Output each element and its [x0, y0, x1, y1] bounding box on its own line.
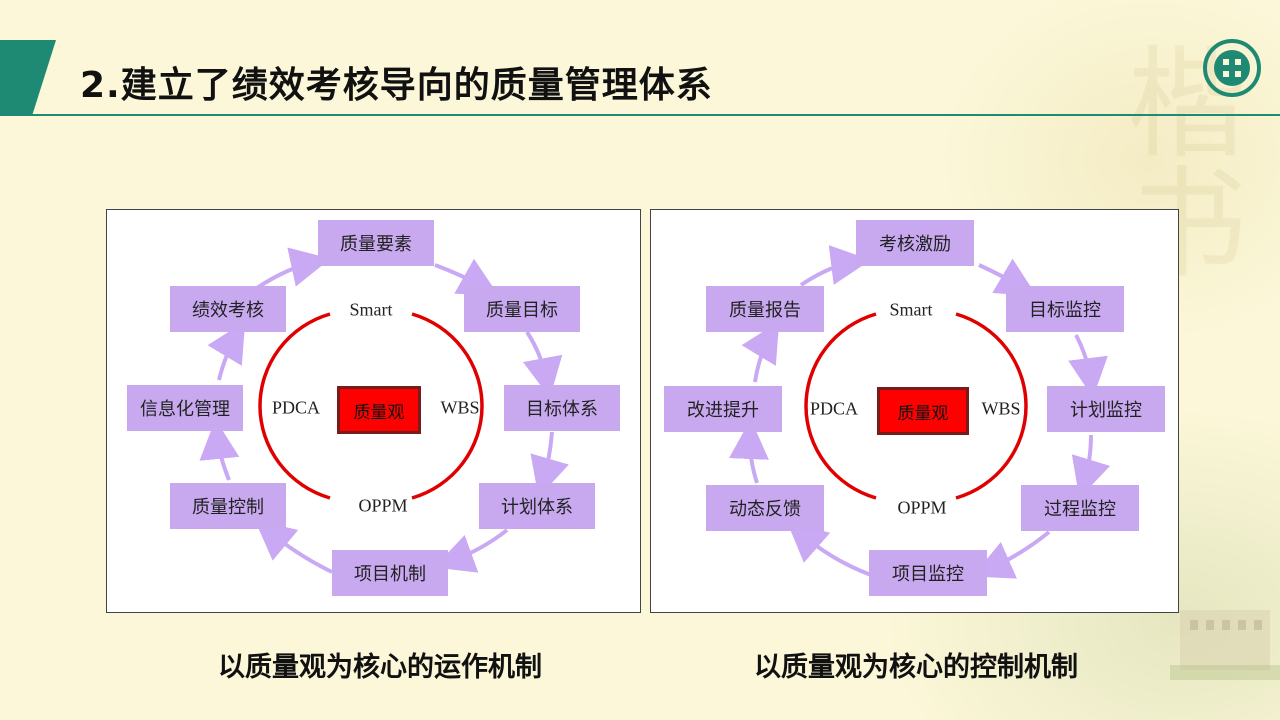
- cycle-arrow: [741, 321, 780, 383]
- cycle-arrow: [728, 419, 769, 484]
- cycle-arrow: [199, 419, 240, 481]
- cycle-arrow: [530, 431, 569, 498]
- page-title: 2.建立了绩效考核导向的质量管理体系: [80, 65, 713, 106]
- cycle-arrow: [1071, 434, 1111, 499]
- cycle-arrow: [434, 258, 499, 296]
- campus-building-image: [1170, 610, 1280, 680]
- node-box: 信息化管理: [127, 385, 243, 431]
- ring-arc-left: [258, 312, 331, 500]
- node-box: 目标体系: [504, 385, 620, 431]
- ring-arc-left: [804, 312, 877, 500]
- ring-label-top: Smart: [349, 299, 393, 320]
- cycle-arrow: [1068, 334, 1108, 398]
- node-box: 质量目标: [464, 286, 580, 332]
- cycle-arrow: [786, 521, 872, 577]
- node-box: 改进提升: [664, 386, 782, 432]
- node-box: 质量报告: [706, 286, 824, 332]
- left-diagram-panel: 质量要素 质量目标 目标体系 计划体系 项目机制 质量控制 信息化管理 绩效考核…: [106, 209, 641, 613]
- title-bar: 2.建立了绩效考核导向的质量管理体系: [0, 40, 1280, 116]
- node-box: 考核激励: [856, 220, 974, 266]
- ring-label-top: Smart: [889, 299, 933, 320]
- title-accent-slant: [32, 40, 56, 116]
- node-box: 项目监控: [869, 550, 987, 596]
- left-caption: 以质量观为核心的运作机制: [218, 652, 542, 683]
- ring-arc-right: [955, 312, 1028, 500]
- cycle-arrow: [255, 247, 331, 290]
- cycle-arrow: [254, 519, 333, 574]
- node-box: 绩效考核: [170, 286, 286, 332]
- ring-label-right: WBS: [981, 398, 1021, 419]
- right-diagram-graphics: [728, 245, 1111, 579]
- right-diagram-panel: 考核激励 目标监控 计划监控 过程监控 项目监控 动态反馈 改进提升 质量报告 …: [650, 209, 1179, 613]
- node-box: 项目机制: [332, 550, 448, 596]
- core-box: 质量观: [877, 387, 969, 435]
- university-logo: [1203, 39, 1261, 97]
- ring-label-left: PDCA: [809, 398, 859, 419]
- node-box: 质量要素: [318, 220, 434, 266]
- left-diagram-graphics: [199, 247, 569, 574]
- title-underline: [30, 114, 1280, 116]
- ring-label-right: WBS: [440, 397, 480, 418]
- node-box: 过程监控: [1021, 485, 1139, 531]
- cycle-arrow: [207, 321, 246, 381]
- cycle-arrow: [978, 258, 1037, 297]
- node-box: 计划体系: [479, 483, 595, 529]
- cycle-arrow: [799, 245, 871, 287]
- ring-label-left: PDCA: [271, 397, 321, 418]
- core-box: 质量观: [337, 386, 421, 434]
- ring-arc-right: [411, 312, 484, 500]
- node-box: 目标监控: [1006, 286, 1124, 332]
- ring-label-bottom: OPPM: [897, 497, 947, 518]
- cycle-arrow: [522, 330, 563, 398]
- title-accent: [0, 40, 32, 116]
- right-caption: 以质量观为核心的控制机制: [754, 652, 1078, 683]
- node-box: 计划监控: [1047, 386, 1165, 432]
- cycle-arrow: [433, 528, 509, 573]
- node-box: 质量控制: [170, 483, 286, 529]
- cycle-arrow: [972, 530, 1051, 579]
- node-box: 动态反馈: [706, 485, 824, 531]
- ring-label-bottom: OPPM: [358, 495, 408, 516]
